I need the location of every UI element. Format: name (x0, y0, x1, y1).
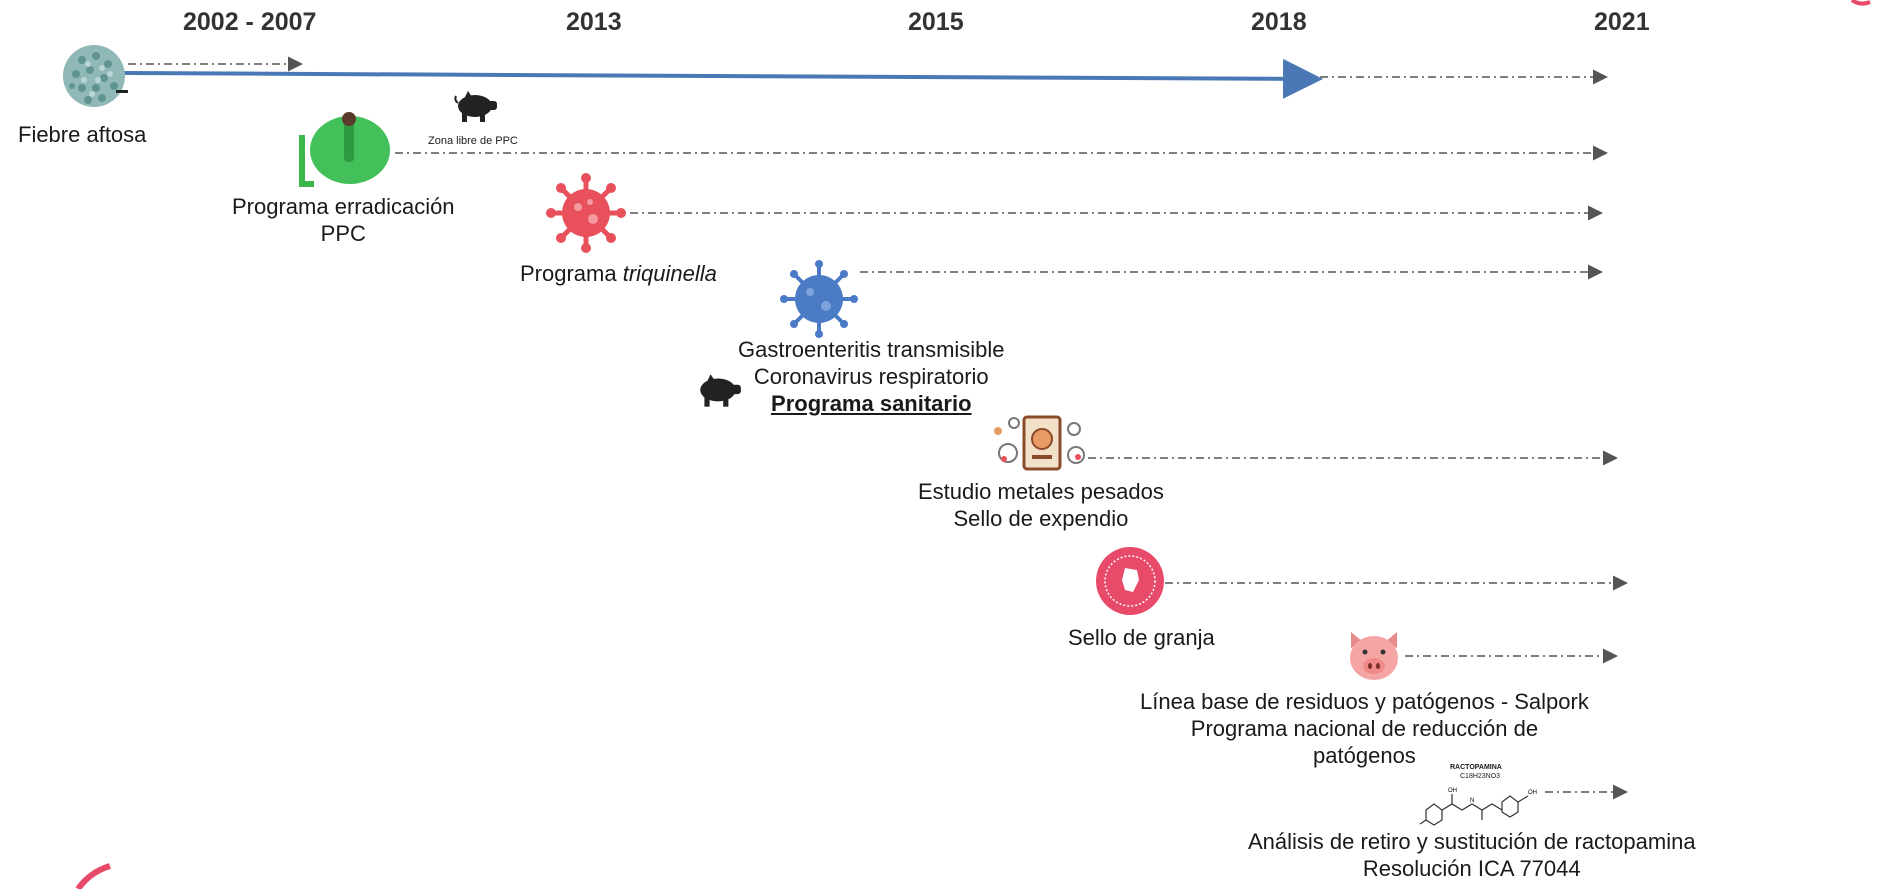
label-gastro-line1: Gastroenteritis transmisible (738, 337, 1005, 362)
label-ract-line1: Análisis de retiro y sustitución de ract… (1248, 829, 1696, 854)
label-metales-line1: Estudio metales pesados (918, 479, 1164, 504)
label-metales: Estudio metales pesados Sello de expendi… (918, 478, 1164, 532)
label-zona-libre-ppc: Zona libre de PPC (428, 135, 518, 147)
year-2013: 2013 (566, 8, 622, 36)
label-ppc-line1: Programa erradicación (232, 194, 455, 219)
label-ractopamina-title: RACTOPAMINA (1450, 764, 1502, 771)
label-fiebre-aftosa: Fiebre aftosa (18, 122, 147, 147)
label-linea-line3: patógenos (1313, 743, 1416, 768)
svg-text:N: N (1470, 798, 1474, 804)
seal-icon (1096, 547, 1164, 615)
label-ractopamina: Análisis de retiro y sustitución de ract… (1248, 828, 1696, 882)
label-ractopamina-formula: C18H23NO3 (1460, 773, 1501, 780)
label-linea-line1: Línea base de residuos y patógenos - Sal… (1140, 689, 1589, 714)
svg-text:OH: OH (1448, 788, 1457, 794)
label-ppc: Programa erradicación PPC (232, 193, 455, 247)
year-2015: 2015 (908, 8, 964, 36)
certificate-icon (994, 415, 1085, 471)
label-linea-base: Línea base de residuos y patógenos - Sal… (1140, 688, 1589, 769)
label-gastro-line2: Coronavirus respiratorio (753, 364, 989, 389)
virus-icon (63, 45, 128, 107)
label-ppc-line2: PPC (320, 221, 366, 246)
pig-icon (700, 374, 741, 407)
year-2018: 2018 (1251, 8, 1307, 36)
pig-face-icon (1350, 632, 1398, 680)
main-arrow (119, 58, 1323, 99)
label-programa-sanitario: Programa sanitario (771, 391, 972, 416)
year-2021: 2021 (1594, 8, 1650, 36)
blue-virus-icon (780, 260, 858, 338)
red-virus-icon (546, 173, 626, 253)
molecule-icon: OH N OH (1419, 788, 1537, 826)
label-sello-granja: Sello de granja (1068, 625, 1215, 650)
label-triq-italic: triquinella (622, 261, 717, 286)
label-triq-prefix: Programa (520, 261, 623, 286)
svg-text:OH: OH (1528, 790, 1537, 796)
label-ract-line2: Resolución ICA 77044 (1362, 856, 1581, 881)
label-gastro: Gastroenteritis transmisible Coronavirus… (738, 336, 1005, 417)
green-device-icon (299, 112, 390, 187)
label-linea-line2: Programa nacional de reducción de (1190, 716, 1539, 741)
label-metales-line2: Sello de expendio (953, 506, 1129, 531)
pig-icon (454, 91, 497, 122)
corner-mark-bottom-left (75, 863, 111, 889)
label-triquinella: Programa triquinella (520, 260, 717, 287)
year-2002-2007: 2002 - 2007 (183, 8, 317, 36)
corner-mark-top-right (1850, 0, 1871, 6)
